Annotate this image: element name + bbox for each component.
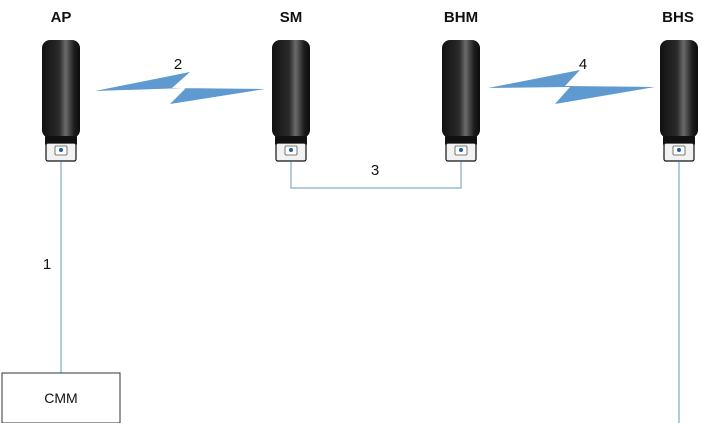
device-label-ap: AP	[51, 9, 72, 26]
device-bhm	[442, 40, 480, 161]
device-sm	[272, 40, 310, 161]
link-number-2: 2	[174, 56, 182, 73]
radio-unit-icon	[42, 40, 80, 161]
cmm-label: CMM	[44, 390, 77, 406]
link-number-3: 3	[371, 162, 379, 179]
device-label-bhs: BHS	[662, 9, 694, 26]
cmm-box: CMM	[2, 373, 120, 423]
radio-unit-icon	[660, 40, 698, 161]
device-ap	[42, 40, 80, 161]
lightning-bolt-icon	[488, 70, 655, 104]
device-label-bhm: BHM	[444, 9, 478, 26]
radio-unit-icon	[442, 40, 480, 161]
link-number-1: 1	[43, 256, 51, 273]
device-bhs	[660, 40, 698, 161]
radio-unit-icon	[272, 40, 310, 161]
device-label-sm: SM	[280, 9, 303, 26]
lightning-bolt-icon	[95, 72, 265, 104]
link-number-4: 4	[579, 56, 587, 73]
